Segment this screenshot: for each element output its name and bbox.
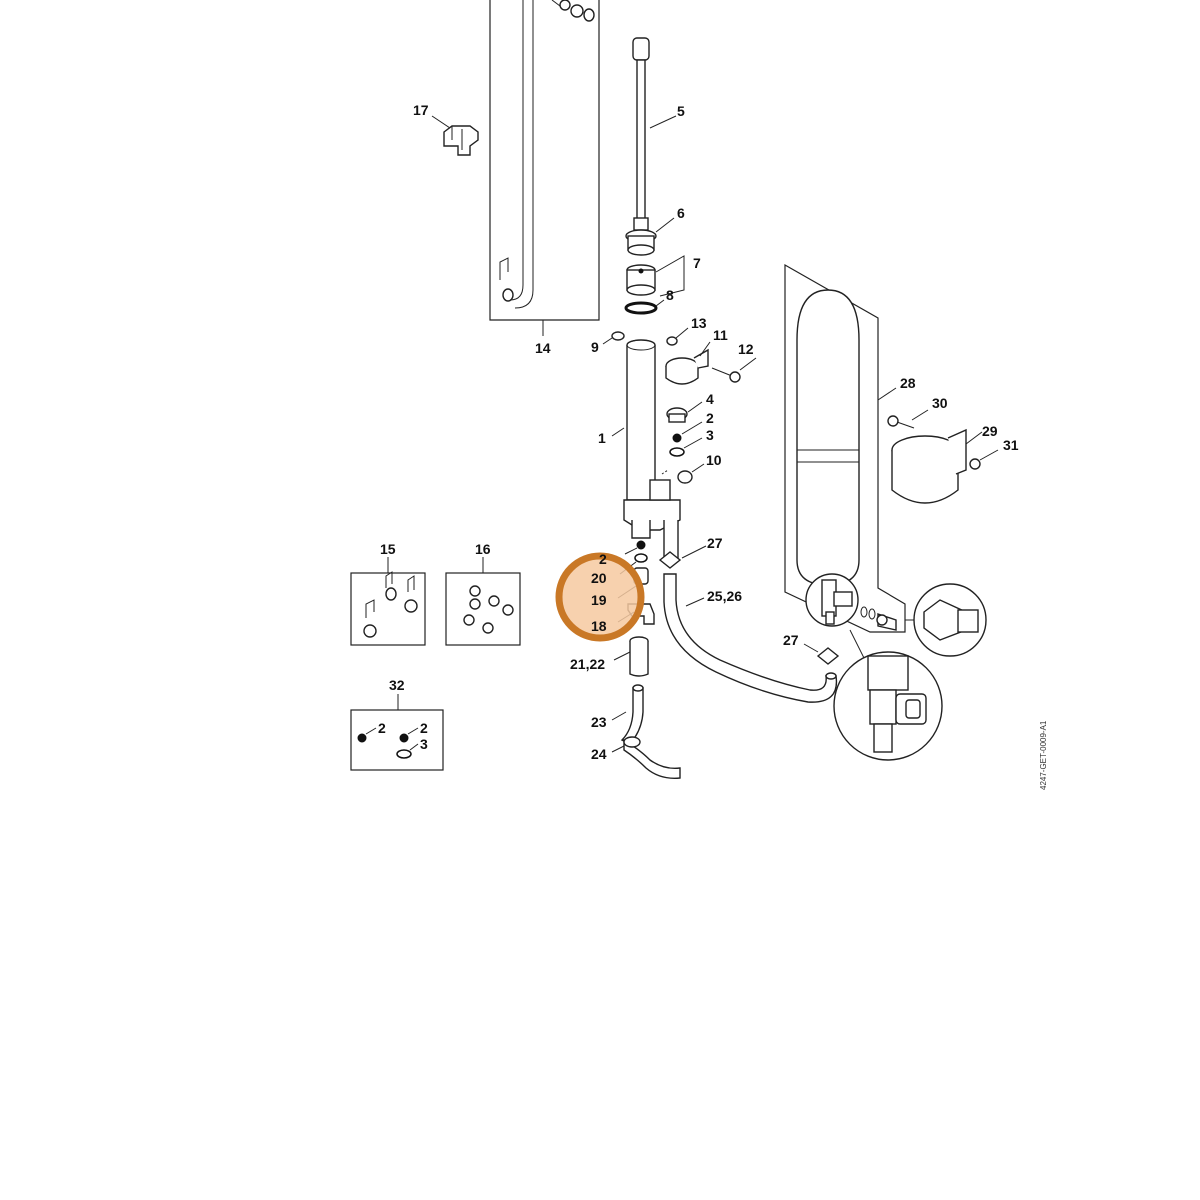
label-30: 30 [932, 395, 948, 411]
label-15: 15 [380, 541, 396, 557]
label-9: 9 [591, 339, 599, 355]
part-16-kit [445, 557, 521, 646]
label-32: 32 [389, 677, 405, 693]
coupling-magnified [905, 583, 987, 657]
label-19: 19 [591, 592, 607, 608]
part-5-rod [632, 37, 677, 221]
part-21-22-sleeve [613, 636, 649, 677]
part-25-26-hose [663, 573, 838, 703]
label-14: 14 [535, 340, 551, 356]
t-fitting-magnified [833, 629, 943, 761]
part-15-kit [350, 557, 426, 646]
part-12-bolt [711, 357, 757, 383]
part-6-head [625, 217, 675, 256]
part-17-clip [431, 115, 479, 156]
callout-labels: 5 17 6 7 8 14 9 13 11 12 4 2 3 1 10 28 3… [378, 102, 1019, 762]
label-23: 23 [591, 714, 607, 730]
part-14-fittings [551, 0, 595, 22]
part-14-pipe-panel [489, 0, 600, 336]
part-10-nut [661, 463, 705, 484]
part-24-suction-hose [611, 736, 681, 779]
part-1-tube [611, 339, 681, 559]
part-23-hose [611, 684, 644, 745]
part-32-kit [350, 694, 444, 771]
part-28-tank-panel [784, 263, 906, 633]
label-24: 24 [591, 746, 607, 762]
label-10: 10 [706, 452, 722, 468]
label-7: 7 [693, 255, 701, 271]
label-32-2a: 2 [378, 720, 386, 736]
label-31: 31 [1003, 437, 1019, 453]
label-20: 20 [591, 570, 607, 586]
label-28: 28 [900, 375, 916, 391]
label-2-lower: 2 [599, 551, 607, 567]
label-11: 11 [713, 327, 728, 343]
label-17: 17 [413, 102, 429, 118]
label-1: 1 [598, 430, 606, 446]
part-3-ring [669, 437, 703, 457]
label-3: 3 [706, 427, 714, 443]
label-13: 13 [691, 315, 707, 331]
part-2-ball [672, 421, 703, 443]
label-6: 6 [677, 205, 685, 221]
label-5: 5 [677, 103, 685, 119]
label-12: 12 [738, 341, 754, 357]
label-32-3: 3 [420, 736, 428, 752]
part-27-clamp-lower [803, 643, 840, 665]
part-9-screw [602, 331, 625, 345]
part-7-float [626, 255, 685, 297]
part-8-o-ring [624, 299, 665, 315]
label-8: 8 [666, 287, 674, 303]
part-4-fitting [666, 401, 703, 423]
part-31-nut [969, 449, 999, 470]
label-29: 29 [982, 423, 998, 439]
label-16: 16 [475, 541, 491, 557]
part-27-clamp-upper [658, 545, 707, 569]
label-27-upper: 27 [707, 535, 723, 551]
part-29-band [891, 428, 983, 504]
label-32-2b: 2 [420, 720, 428, 736]
label-2: 2 [706, 410, 714, 426]
part-2-ball-lower [624, 540, 646, 555]
label-27-lower: 27 [783, 632, 799, 648]
highlight-marker [555, 552, 645, 642]
part-11-clamp [665, 341, 711, 385]
label-4: 4 [706, 391, 714, 407]
label-18: 18 [591, 618, 607, 634]
document-code: 4247-GET-0009-A1 [1039, 720, 1048, 790]
label-25-26: 25,26 [707, 588, 742, 604]
label-21-22: 21,22 [570, 656, 605, 672]
part-13-nut [666, 327, 689, 346]
tank-outlet-detail [805, 573, 897, 631]
part-30-bolt [887, 409, 929, 429]
